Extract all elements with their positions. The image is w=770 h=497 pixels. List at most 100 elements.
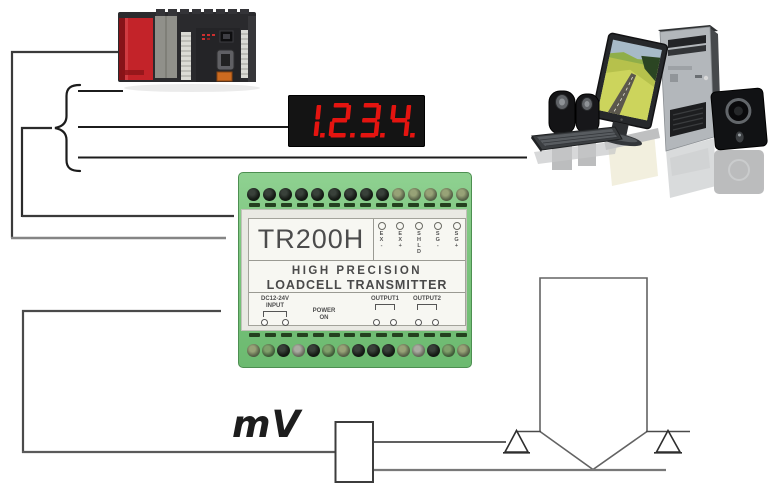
power-input-terminals — [261, 319, 289, 326]
housing-slot — [392, 203, 404, 207]
housing-slot — [280, 333, 292, 337]
screw-terminal — [375, 187, 389, 201]
tower-power-button — [703, 75, 709, 81]
power-on-line1: POWER — [312, 308, 336, 314]
housing-slot — [455, 203, 467, 207]
housing-slot — [376, 333, 388, 337]
terminal-letter: - — [436, 243, 439, 249]
display-digit — [313, 105, 325, 138]
brace-bracket — [54, 83, 82, 173]
housing-slot — [296, 333, 308, 337]
wire-plc-to-left-rail — [10, 50, 118, 238]
output2-label: OUTPUT2 — [412, 296, 441, 302]
plc-image — [118, 9, 260, 92]
wire-brace-to-rail2 — [20, 126, 52, 217]
display-digit — [328, 103, 355, 138]
loadcell-junction-box — [334, 421, 374, 483]
housing-slot — [408, 203, 419, 207]
loadcell-support-left — [503, 428, 530, 453]
terminal-letter: X — [379, 237, 384, 243]
terminal-circle — [396, 222, 405, 230]
terminal-letter: G — [435, 237, 440, 243]
housing-slot — [455, 333, 467, 337]
screw-terminal — [263, 187, 277, 201]
screw-terminal — [327, 187, 341, 201]
housing-slot — [439, 333, 451, 337]
power-on-block: POWER ON — [307, 308, 341, 322]
display-digits — [313, 103, 415, 138]
screw-terminal — [322, 343, 335, 357]
bracket-icon — [417, 304, 437, 310]
screw-terminal — [442, 343, 455, 357]
power-input-line2: INPUT — [266, 303, 284, 309]
plc-shadow — [124, 84, 260, 92]
terminal-circle — [433, 222, 442, 230]
bracket-icon — [263, 311, 287, 317]
plc-orange-connector — [216, 71, 233, 82]
terminal-letter: X — [398, 237, 403, 243]
screw-terminal — [457, 343, 470, 357]
screw-terminal — [352, 343, 365, 357]
decimal-point — [319, 133, 325, 138]
plc-terminal-strip-right — [241, 30, 251, 78]
housing-slot — [344, 333, 356, 337]
power-input-block: DC12-24V INPUT — [251, 296, 299, 326]
output1-block: OUTPUT1 — [367, 296, 403, 326]
computer-monitor — [591, 32, 669, 147]
display-digit — [360, 103, 385, 138]
plc-power-label — [122, 70, 144, 75]
decimal-point — [349, 133, 355, 138]
terminal-letter: + — [454, 243, 459, 249]
screw-terminal — [311, 187, 325, 201]
millivolt-signal-label: mV — [232, 403, 302, 446]
housing-slot — [360, 333, 372, 337]
housing-slot — [392, 333, 404, 337]
decimal-point — [409, 133, 415, 138]
housing-slot — [408, 333, 419, 337]
subwoofer-speaker — [710, 87, 768, 151]
terminal-letter: D — [417, 249, 421, 255]
label-bottom-band: DC12-24V INPUT POWER ON OUTPUT1 — [249, 294, 465, 327]
label-subtitle-band: HIGH PRECISION LOADCELL TRANSMITTER — [249, 262, 465, 293]
output1-terminals — [373, 319, 397, 326]
screw-terminal — [343, 187, 357, 201]
screw-terminal — [337, 343, 350, 357]
monitor-screen — [598, 39, 662, 121]
tower-drive-bay2 — [668, 45, 706, 56]
left-speakers — [548, 90, 600, 136]
housing-slot — [423, 203, 435, 207]
housing-slot — [312, 333, 324, 337]
plc-serial-port — [216, 49, 235, 71]
computer-image — [531, 25, 768, 198]
screw-terminal — [277, 343, 290, 357]
terminal-letter: S — [435, 231, 440, 237]
terminal-letter: S — [454, 231, 459, 237]
model-cell: TR200H — [249, 219, 374, 260]
housing-slot — [439, 203, 451, 207]
screw-terminal — [292, 343, 305, 357]
plc-terminal-strip-left — [181, 32, 191, 80]
segment-display — [288, 95, 425, 147]
housing-slot — [423, 333, 435, 337]
housing-slot — [344, 203, 356, 207]
terminal-circle — [415, 319, 422, 326]
screw-terminal — [382, 343, 395, 357]
plc-power-highlight — [125, 18, 128, 80]
terminal-letter: E — [398, 231, 403, 237]
plc-ethernet-port — [219, 30, 234, 43]
screw-terminal — [412, 343, 425, 357]
terminal-circle — [415, 222, 423, 230]
loadcell-support-right — [655, 428, 682, 453]
terminal-circle — [452, 222, 461, 230]
terminal-circle — [432, 319, 439, 326]
screw-terminal — [247, 343, 260, 357]
screw-terminal — [456, 187, 470, 201]
housing-slot — [312, 203, 324, 207]
screw-terminal — [424, 187, 438, 201]
computer-tower — [658, 25, 721, 152]
